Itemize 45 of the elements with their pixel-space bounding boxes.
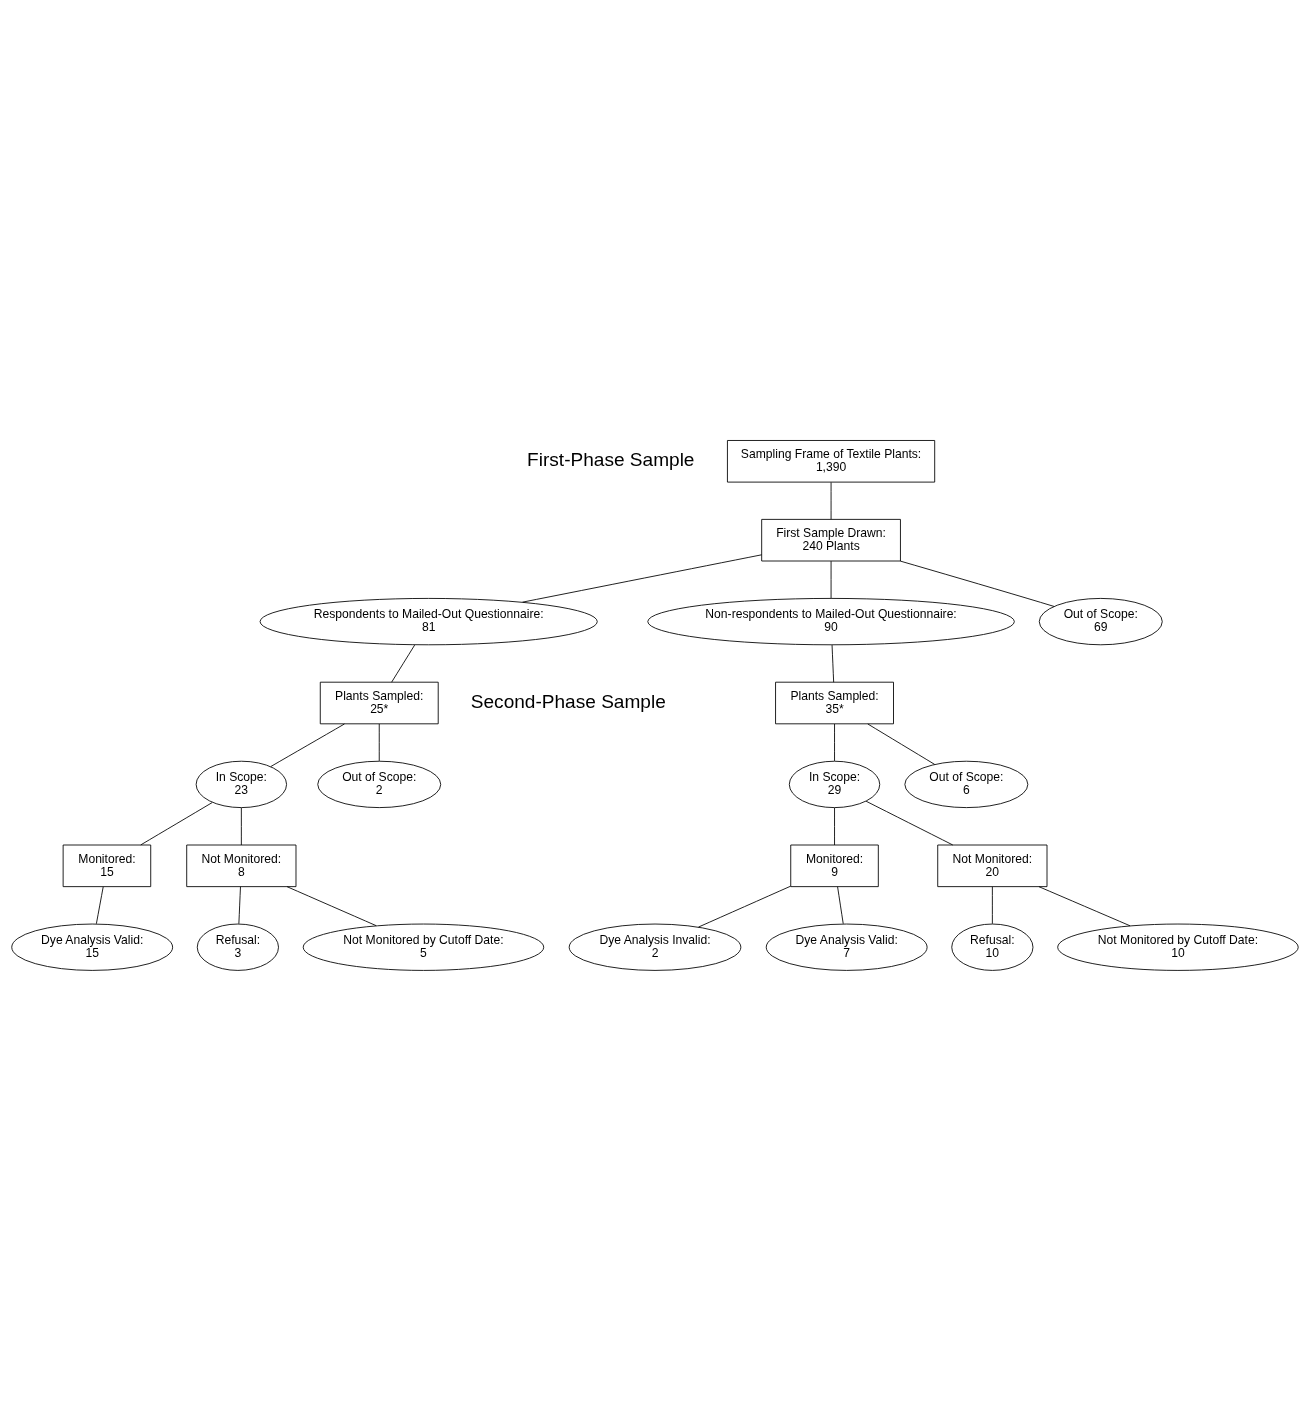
connector bbox=[140, 802, 213, 846]
node-ellipse: Dye Analysis Valid: 7 bbox=[765, 923, 928, 971]
node-ellipse: In Scope: 23 bbox=[195, 760, 287, 809]
connector bbox=[865, 800, 954, 846]
node-ellipse: Dye Analysis Valid: 15 bbox=[11, 923, 174, 971]
connector bbox=[1038, 886, 1131, 927]
connector bbox=[867, 723, 936, 765]
node-ellipse: Respondents to Mailed-Out Questionnaire: 81 bbox=[259, 598, 598, 646]
label: Second-Phase Sample bbox=[470, 690, 666, 712]
connector bbox=[834, 807, 835, 846]
node-box: Not Monitored: 20 bbox=[937, 844, 1048, 888]
connector bbox=[522, 554, 763, 603]
node-ellipse: Out of Scope: 69 bbox=[1038, 598, 1163, 646]
connector bbox=[991, 886, 993, 925]
node-box: Not Monitored: 8 bbox=[186, 844, 297, 888]
connector bbox=[698, 885, 792, 928]
node-box: Monitored: 15 bbox=[62, 844, 152, 888]
node-box: First Sample Drawn: 240 Plants bbox=[761, 518, 901, 562]
node-box: Sampling Frame of Textile Plants: 1,390 bbox=[727, 440, 936, 483]
connector bbox=[270, 723, 345, 767]
label: First-Phase Sample bbox=[527, 449, 695, 471]
connector bbox=[830, 560, 832, 599]
node-ellipse: In Scope: 29 bbox=[788, 760, 881, 809]
node-ellipse: Non-respondents to Mailed-Out Questionnaire: 90 bbox=[647, 598, 1015, 646]
connector bbox=[834, 723, 835, 762]
connector bbox=[899, 560, 1055, 607]
node-ellipse: Refusal: 3 bbox=[196, 923, 279, 971]
connector bbox=[286, 886, 377, 927]
connector bbox=[391, 644, 416, 683]
connector bbox=[378, 723, 380, 762]
connector bbox=[95, 886, 104, 925]
node-ellipse: Not Monitored by Cutoff Date: 10 bbox=[1057, 923, 1299, 971]
node-ellipse: Refusal: 10 bbox=[951, 923, 1034, 971]
connector bbox=[830, 482, 832, 520]
connector bbox=[831, 644, 835, 683]
node-box: Monitored: 9 bbox=[790, 844, 879, 888]
node-box: Plants Sampled: 35* bbox=[775, 681, 894, 725]
node-ellipse: Out of Scope: 6 bbox=[904, 760, 1029, 809]
connector bbox=[837, 886, 844, 925]
node-ellipse: Out of Scope: 2 bbox=[317, 760, 442, 809]
node-ellipse: Not Monitored by Cutoff Date: 5 bbox=[302, 923, 545, 971]
node-ellipse: Dye Analysis Invalid: 2 bbox=[568, 923, 742, 971]
connector bbox=[238, 886, 241, 925]
node-box: Plants Sampled: 25* bbox=[319, 681, 439, 725]
connector bbox=[240, 807, 242, 846]
